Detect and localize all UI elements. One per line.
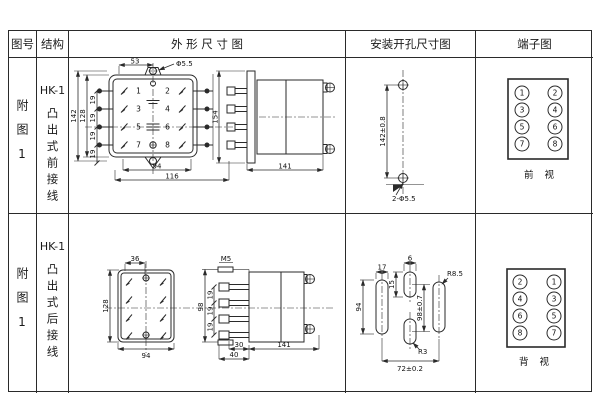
figure-no-row1: 附图1 [15, 98, 29, 173]
terminal-diagram-front-view: 1 2 3 4 5 6 7 8 前 视 [506, 78, 569, 181]
dim-98: 98 [197, 302, 205, 311]
header-structure: 结构 [37, 31, 69, 58]
dim-141: 141 [278, 163, 291, 171]
structure-label-row1: 凸出式前接线 [45, 107, 60, 206]
rear-terminal-5: 5 [551, 311, 556, 320]
dim-pitch-4: 19 [89, 150, 97, 159]
front-terminal-8: 8 [552, 140, 557, 149]
rear-terminal-8: 8 [517, 328, 522, 337]
dim-53: 53 [131, 58, 140, 66]
dim-m5: M5 [221, 255, 232, 263]
terminal-number-7: 7 [136, 141, 141, 150]
header-mounting-holes: 安装开孔尺寸图 [346, 31, 476, 58]
mounting-drawing-front-wiring: 142±0.8 2-Φ5.5 [379, 70, 424, 203]
relay-rear-front-view [105, 260, 333, 353]
side-view-dimensions: 154 141 [212, 70, 324, 173]
mounting-cell-row2: 17 94 6 15 98±0.7 R8.5 R3 72±0.2 [346, 214, 476, 393]
terminal-number-4: 4 [165, 105, 170, 114]
header-figure-no: 图号 [9, 31, 37, 58]
front-view-label: 前 视 [523, 169, 557, 181]
dim-40: 40 [230, 351, 239, 359]
relay-rear-side-view [217, 266, 315, 345]
header-outline-dimensions: 外 形 尺 寸 图 [69, 31, 346, 58]
dim-center-spacing: 98±0.7 [416, 295, 424, 321]
terminal-number-6: 6 [165, 123, 170, 132]
dim-holes-label: 2-Φ5.5 [392, 195, 416, 203]
dim-pitch-r3: 19 [207, 322, 215, 331]
header-terminal-diagram: 端子图 [476, 31, 593, 58]
model-label-row2: HK-1 [39, 240, 66, 253]
figure-no-row2: 附图1 [15, 266, 29, 341]
outline-drawing-front-wiring: 1 2 3 4 5 6 7 8 [70, 58, 337, 183]
dim-6: 6 [408, 254, 413, 262]
rear-terminal-3: 3 [551, 294, 556, 303]
dim-94: 94 [153, 163, 162, 171]
dim-15: 15 [388, 280, 396, 289]
dim-128: 128 [79, 109, 87, 122]
figure-no-cell-row2: 附图1 [9, 214, 37, 393]
dim-pitch-2: 19 [89, 114, 97, 123]
model-label-row1: HK-1 [39, 84, 66, 97]
mounting-cell-row1: 142±0.8 2-Φ5.5 [346, 58, 476, 214]
rear-terminal-7: 7 [551, 328, 556, 337]
front-terminal-3: 3 [519, 106, 524, 115]
front-terminal-2: 2 [552, 89, 557, 98]
dim-141-rear: 141 [277, 341, 290, 349]
dim-154: 154 [212, 110, 220, 124]
front-terminal-1: 1 [519, 89, 524, 98]
rear-terminal-6: 6 [517, 311, 522, 320]
rear-terminal-2: 2 [517, 277, 522, 286]
outline-cell-row1: 1 2 3 4 5 6 7 8 [69, 58, 346, 214]
dim-142: 142 [70, 109, 78, 122]
outline-cell-row2: 36 128 94 [69, 214, 346, 393]
rear-terminal-1: 1 [551, 277, 556, 286]
terminal-number-8: 8 [165, 141, 170, 150]
dim-128-rear: 128 [102, 299, 110, 312]
front-terminal-6: 6 [552, 123, 557, 132]
dim-116: 116 [165, 173, 179, 181]
terminal-number-2: 2 [165, 87, 170, 96]
dim-slot-span: 72±0.2 [397, 365, 423, 373]
terminal-cell-row2: 2 1 4 3 6 5 8 7 背 视 [476, 214, 593, 393]
dim-hole-dia: Φ5.5 [176, 60, 193, 68]
terminal-number-1: 1 [136, 87, 141, 96]
terminal-row-2 [97, 105, 213, 113]
terminal-number-3: 3 [136, 105, 141, 114]
structure-cell-row2: HK-1 凸出式后接线 [37, 214, 69, 393]
terminal-diagram-rear-view: 2 1 4 3 6 5 8 7 背 视 [505, 267, 566, 368]
structure-label-row2: 凸出式后接线 [45, 263, 60, 362]
dim-94-slot: 94 [355, 302, 363, 311]
front-terminal-5: 5 [519, 123, 524, 132]
rear-view-label: 背 视 [518, 356, 552, 368]
terminal-row-4 [97, 141, 213, 149]
rear-terminal-4: 4 [517, 294, 522, 303]
dim-94-rear: 94 [142, 352, 151, 360]
figure-no-cell-row1: 附图1 [9, 58, 37, 214]
rear-front-view-dimensions: 36 128 94 [102, 255, 175, 360]
dim-pitch-3: 19 [89, 132, 97, 141]
dim-30: 30 [235, 341, 244, 349]
dim-36: 36 [131, 255, 140, 263]
structure-cell-row1: HK-1 凸出式前接线 [37, 58, 69, 214]
mounting-drawing-rear-wiring: 17 94 6 15 98±0.7 R8.5 R3 72±0.2 [355, 254, 463, 373]
dim-r85: R8.5 [447, 270, 463, 278]
figure-table: 图号 结构 外 形 尺 寸 图 安装开孔尺寸图 端子图 附图1 HK-1 凸出式… [8, 30, 593, 393]
outline-drawing-rear-wiring: 36 128 94 [102, 255, 333, 361]
terminal-number-5: 5 [136, 123, 141, 132]
terminal-row-1 [97, 87, 213, 95]
dim-pitch-r1: 19 [207, 290, 215, 299]
front-terminal-7: 7 [519, 140, 524, 149]
rear-side-view-dimensions: M5 98 19 19 19 30 [197, 255, 320, 361]
relay-side-view [226, 70, 337, 164]
dim-r3: R3 [418, 348, 427, 356]
terminal-cell-row1: 1 2 3 4 5 6 7 8 前 视 [476, 58, 593, 214]
dim-17: 17 [378, 263, 387, 271]
front-view-dimensions: 53 Φ5.5 142 128 19 19 [70, 58, 230, 183]
terminal-row-3 [97, 123, 213, 131]
dim-hole-spacing: 142±0.8 [379, 116, 387, 146]
dim-pitch-r2: 19 [207, 306, 215, 315]
front-terminal-4: 4 [552, 106, 557, 115]
dim-pitch-1: 19 [89, 96, 97, 105]
